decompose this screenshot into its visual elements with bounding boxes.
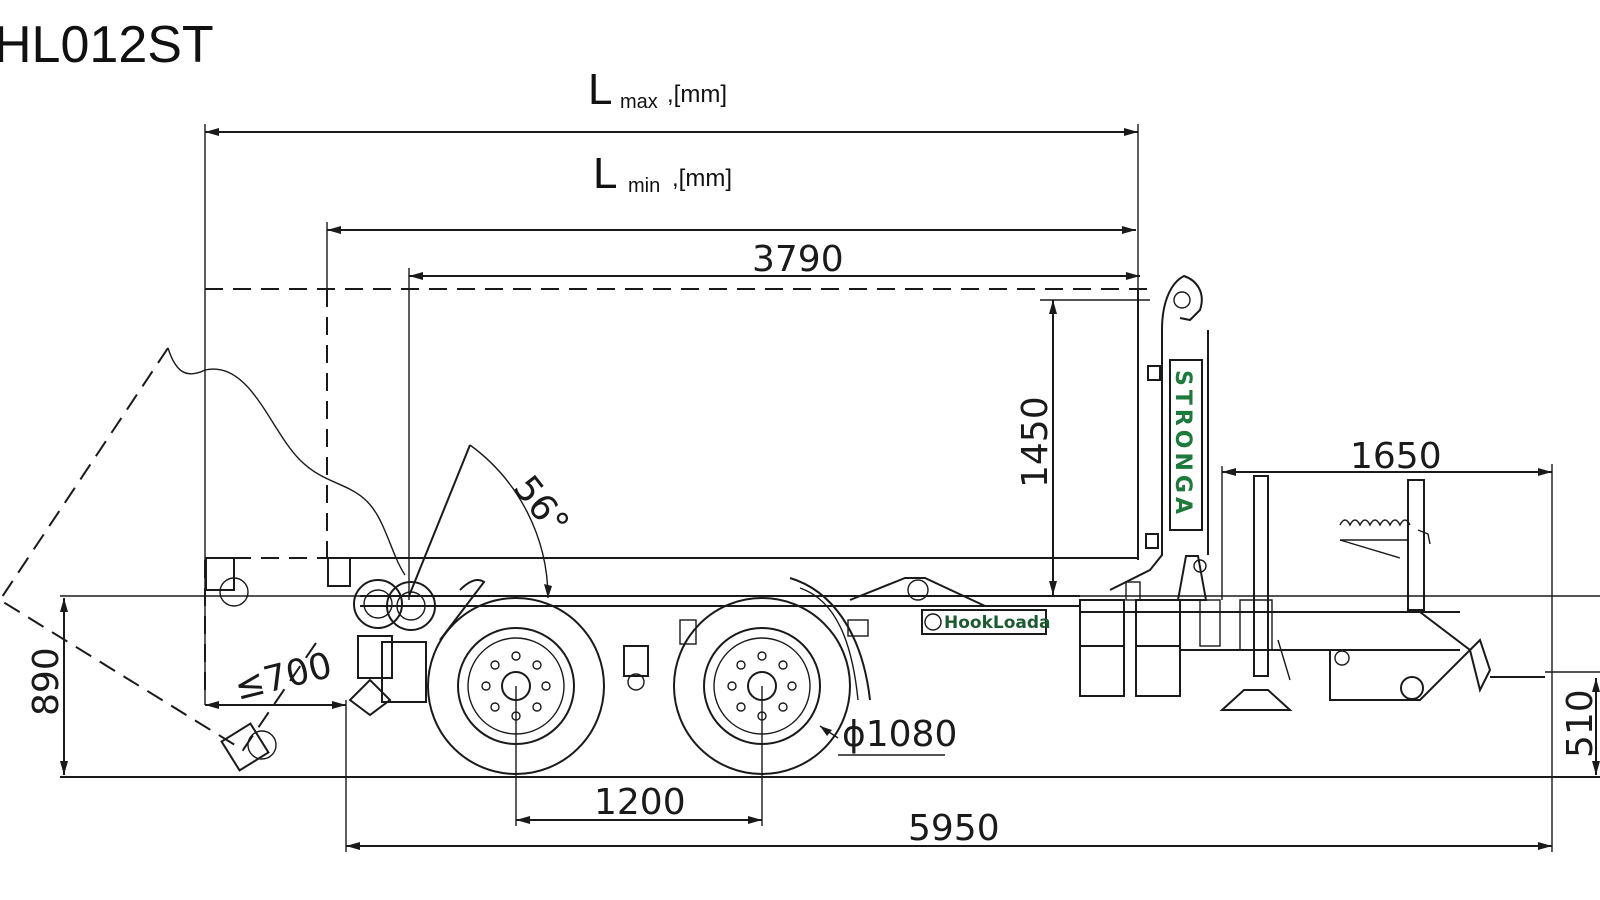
dim-890-text: 890 [26, 647, 67, 716]
wheel-front [673, 577, 871, 775]
dim-1650-text: 1650 [1350, 436, 1442, 477]
jockey-stand [1219, 475, 1293, 711]
dim-5950-text: 5950 [908, 808, 1000, 849]
lmin-sub: min [628, 175, 660, 197]
lmin-symbol: L [593, 149, 617, 198]
cable-holder [1339, 479, 1431, 611]
dim-1200-text: 1200 [594, 782, 686, 823]
dim-890: 890 [26, 598, 68, 775]
chassis-frame [60, 577, 1600, 701]
lmax-sub: max [620, 91, 658, 113]
lmax-label: L max ,[mm] [588, 65, 727, 114]
hookloada-text: HookLoada [944, 613, 1051, 633]
dim-3790-text: 3790 [752, 239, 844, 280]
hydraulic-blocks [1079, 581, 1221, 697]
lmin-label: L min ,[mm] [593, 149, 732, 198]
dim-700-text: ≤700 [230, 645, 336, 709]
model-title: HL012ST [0, 16, 214, 74]
stronga-vertical-text: STRONGA [1170, 370, 1195, 518]
dim-700: ≤700 [205, 645, 346, 709]
dim-5950: 5950 [345, 700, 1553, 852]
hook-arm: STRONGA [1109, 274, 1209, 601]
dim-510: 510 [1560, 678, 1600, 775]
dim-1080-text: ϕ1080 [842, 714, 957, 755]
axle-hanger [623, 619, 869, 691]
angle-56-text: 56° [505, 468, 577, 544]
lmin-unit: ,[mm] [672, 165, 732, 192]
lmax-unit: ,[mm] [667, 81, 727, 108]
dim-1650: 1650 [1221, 436, 1553, 775]
dim-1450: 1450 [1015, 300, 1057, 595]
container-min-outline [327, 289, 1150, 560]
angle-56: 56° [408, 444, 577, 599]
hookloada-plate: HookLoada [921, 609, 1051, 635]
dim-1450-text: 1450 [1015, 396, 1056, 488]
tilted-container [0, 347, 406, 772]
lmin-dimension [326, 222, 1136, 290]
container-max-outline [204, 288, 1150, 700]
dim-1080: ϕ1080 [819, 714, 957, 756]
dim-510-text: 510 [1560, 689, 1600, 758]
dim-1200: 1200 [515, 686, 763, 826]
rear-assembly [205, 557, 486, 717]
lmax-symbol: L [588, 65, 612, 114]
dim-3790: 3790 [408, 239, 1140, 600]
